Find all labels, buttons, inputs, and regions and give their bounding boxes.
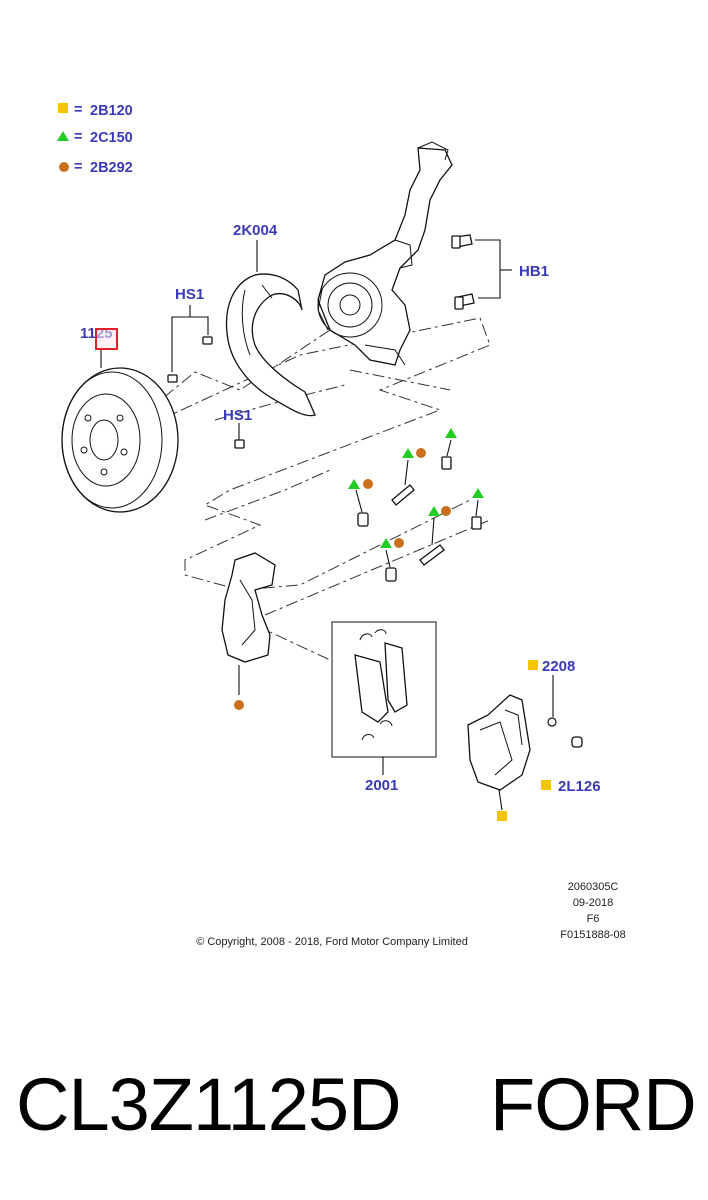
guide-pins (348, 428, 484, 582)
cap-square-icon (541, 780, 551, 790)
caliper-anchor-bracket (221, 552, 276, 710)
pin-triangle-icon-2 (402, 448, 414, 458)
shield-screws-top: HS1 (167, 286, 213, 383)
brake-caliper: 2208 2L126 (467, 658, 601, 821)
meta-code-3: F6 (587, 913, 600, 925)
legend: = 2B120 = 2C150 = 2B292 (57, 102, 133, 176)
brake-pad-kit: 2001 (331, 621, 437, 794)
caption-part-number: CL3Z1125D (16, 1063, 402, 1146)
legend-code-2b120: 2B120 (90, 103, 133, 119)
diagram-meta: 2060305C 09-2018 F6 F0151888-08 © Copyri… (196, 881, 626, 948)
pin-triangle-icon-6 (380, 538, 392, 548)
bracket-grease-marker (234, 700, 244, 710)
label-2208: 2208 (542, 658, 575, 675)
meta-code-2: 09-2018 (573, 897, 613, 909)
bleeder-square-icon (528, 660, 538, 670)
pin-triangle-icon-1 (445, 428, 457, 438)
pin-circle-icon-2 (416, 448, 426, 458)
legend-triangle-icon (57, 131, 69, 141)
legend-circle-icon (59, 162, 69, 172)
caption-brand: FORD (490, 1063, 697, 1146)
legend-eq-3: = (74, 159, 82, 175)
pin-triangle-icon-5 (428, 506, 440, 516)
legend-eq-1: = (74, 102, 82, 118)
caliper-bleeder (547, 717, 557, 727)
pin-circle-icon-5 (441, 506, 451, 516)
pin-circle-icon-6 (394, 538, 404, 548)
label-hs1-bottom: HS1 (223, 407, 252, 424)
pin-circle-icon-3 (363, 479, 373, 489)
label-hb1: HB1 (519, 263, 549, 280)
meta-code-4: F0151888-08 (560, 929, 625, 941)
brake-rotor: 1125 (61, 325, 179, 513)
brake-dust-shield: 2K004 (225, 222, 316, 417)
steering-knuckle (317, 141, 453, 366)
rotor-highlight-box[interactable] (95, 328, 118, 350)
legend-eq-2: = (74, 129, 82, 145)
hub-bolts: HB1 (451, 234, 549, 310)
shield-screw-bottom: HS1 (223, 407, 252, 449)
copyright-text: © Copyright, 2008 - 2018, Ford Motor Com… (196, 936, 468, 948)
label-hs1-top: HS1 (175, 286, 204, 303)
label-2k004: 2K004 (233, 222, 278, 239)
meta-code-1: 2060305C (568, 881, 619, 893)
legend-square-icon (58, 103, 68, 113)
label-2l126: 2L126 (558, 778, 601, 795)
parts-diagram: = 2B120 = 2C150 = 2B292 (57, 102, 626, 948)
pin-triangle-icon-3 (348, 479, 360, 489)
legend-code-2c150: 2C150 (90, 130, 133, 146)
pin-triangle-icon-4 (472, 488, 484, 498)
label-2001: 2001 (365, 777, 398, 794)
legend-code-2b292: 2B292 (90, 160, 133, 176)
caliper-square-icon (497, 811, 507, 821)
caption-bar: CL3Z1125D FORD (0, 1055, 708, 1165)
